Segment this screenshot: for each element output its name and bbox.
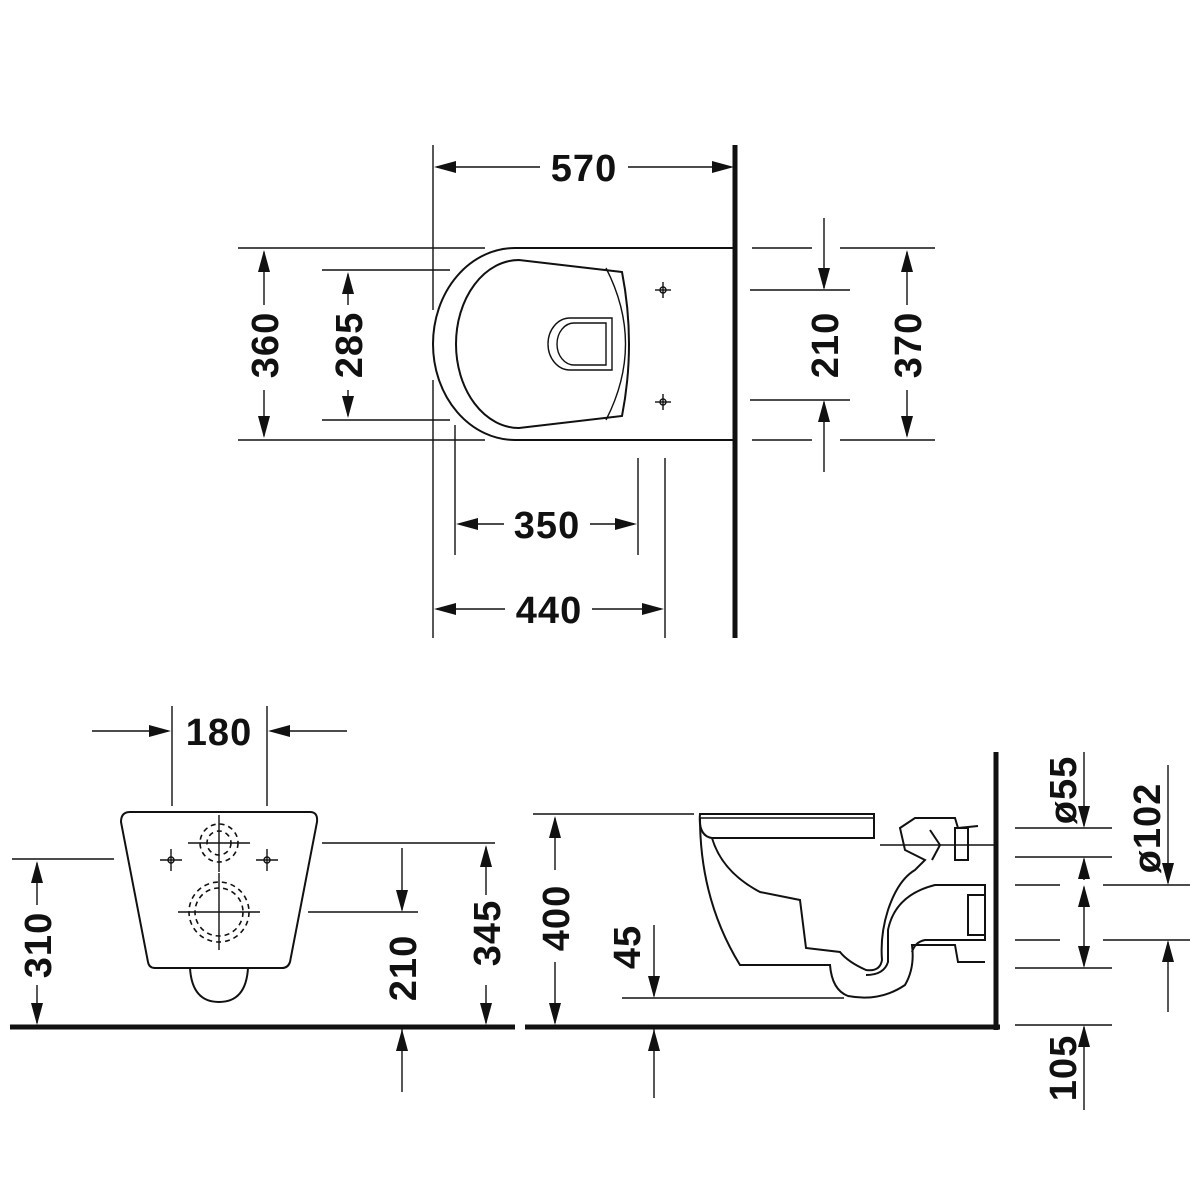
label-dia-55: ø55 (1043, 756, 1085, 824)
front-connection-upper (188, 815, 250, 872)
fixing-hole-front-right (256, 849, 278, 871)
dimension-570: 570 (434, 148, 734, 190)
dimension-400: 400 (536, 816, 578, 1025)
side-bowl-inner (711, 817, 979, 972)
bowl-outer-outline (432, 247, 735, 441)
seat-edge (605, 267, 627, 421)
label-105: 105 (1043, 1035, 1085, 1101)
dimension-310: 310 (18, 861, 60, 1025)
label-350: 350 (514, 505, 580, 547)
dimension-360: 360 (245, 250, 287, 438)
dimension-345: 345 (467, 845, 509, 1025)
label-400: 400 (536, 885, 578, 951)
front-view: 180 310 210 345 (10, 706, 515, 1092)
side-view: 400 45 ø55 ø102 (525, 752, 1190, 1110)
front-outlet-bulge (189, 967, 249, 1004)
fixing-hole-top-1 (655, 282, 671, 298)
label-345: 345 (467, 900, 509, 966)
fixing-hole-front-left (160, 849, 182, 871)
dimension-285: 285 (329, 272, 371, 418)
label-210-top: 210 (805, 312, 847, 378)
label-370: 370 (888, 312, 930, 378)
side-port-detail (929, 829, 942, 861)
label-570: 570 (551, 148, 617, 190)
dimension-210-front: 210 (383, 848, 425, 1092)
side-trap (865, 884, 986, 976)
dimension-45: 45 (607, 925, 660, 1098)
label-210-front: 210 (383, 935, 425, 1001)
side-waste-port (967, 894, 986, 936)
dimension-105: 105 (1043, 1025, 1090, 1110)
label-360: 360 (245, 312, 287, 378)
dimension-dia-55: ø55 (1043, 752, 1090, 880)
top-view: 570 360 285 210 (238, 145, 935, 638)
label-285: 285 (329, 312, 371, 378)
fixing-hole-top-2 (655, 394, 671, 410)
side-bowl-outer (699, 817, 985, 999)
front-connection-lower (178, 873, 260, 950)
side-flush-port (954, 827, 969, 861)
dimension-180: 180 (92, 712, 347, 754)
dimension-waste-height (1078, 885, 1090, 968)
label-dia-102: ø102 (1127, 783, 1169, 874)
label-180: 180 (186, 712, 252, 754)
dimension-dia-102: ø102 (1127, 765, 1174, 1012)
dimension-350: 350 (456, 505, 637, 547)
bowl-outlet-inner (556, 322, 607, 366)
dimension-370: 370 (888, 250, 930, 438)
dimension-440: 440 (434, 590, 664, 632)
label-45: 45 (607, 925, 649, 969)
dimension-210-top: 210 (805, 218, 847, 472)
label-440: 440 (516, 590, 582, 632)
front-body-outline (119, 811, 319, 969)
bowl-inner-outline (455, 258, 630, 430)
bowl-outlet (547, 317, 613, 371)
label-310: 310 (18, 912, 60, 978)
